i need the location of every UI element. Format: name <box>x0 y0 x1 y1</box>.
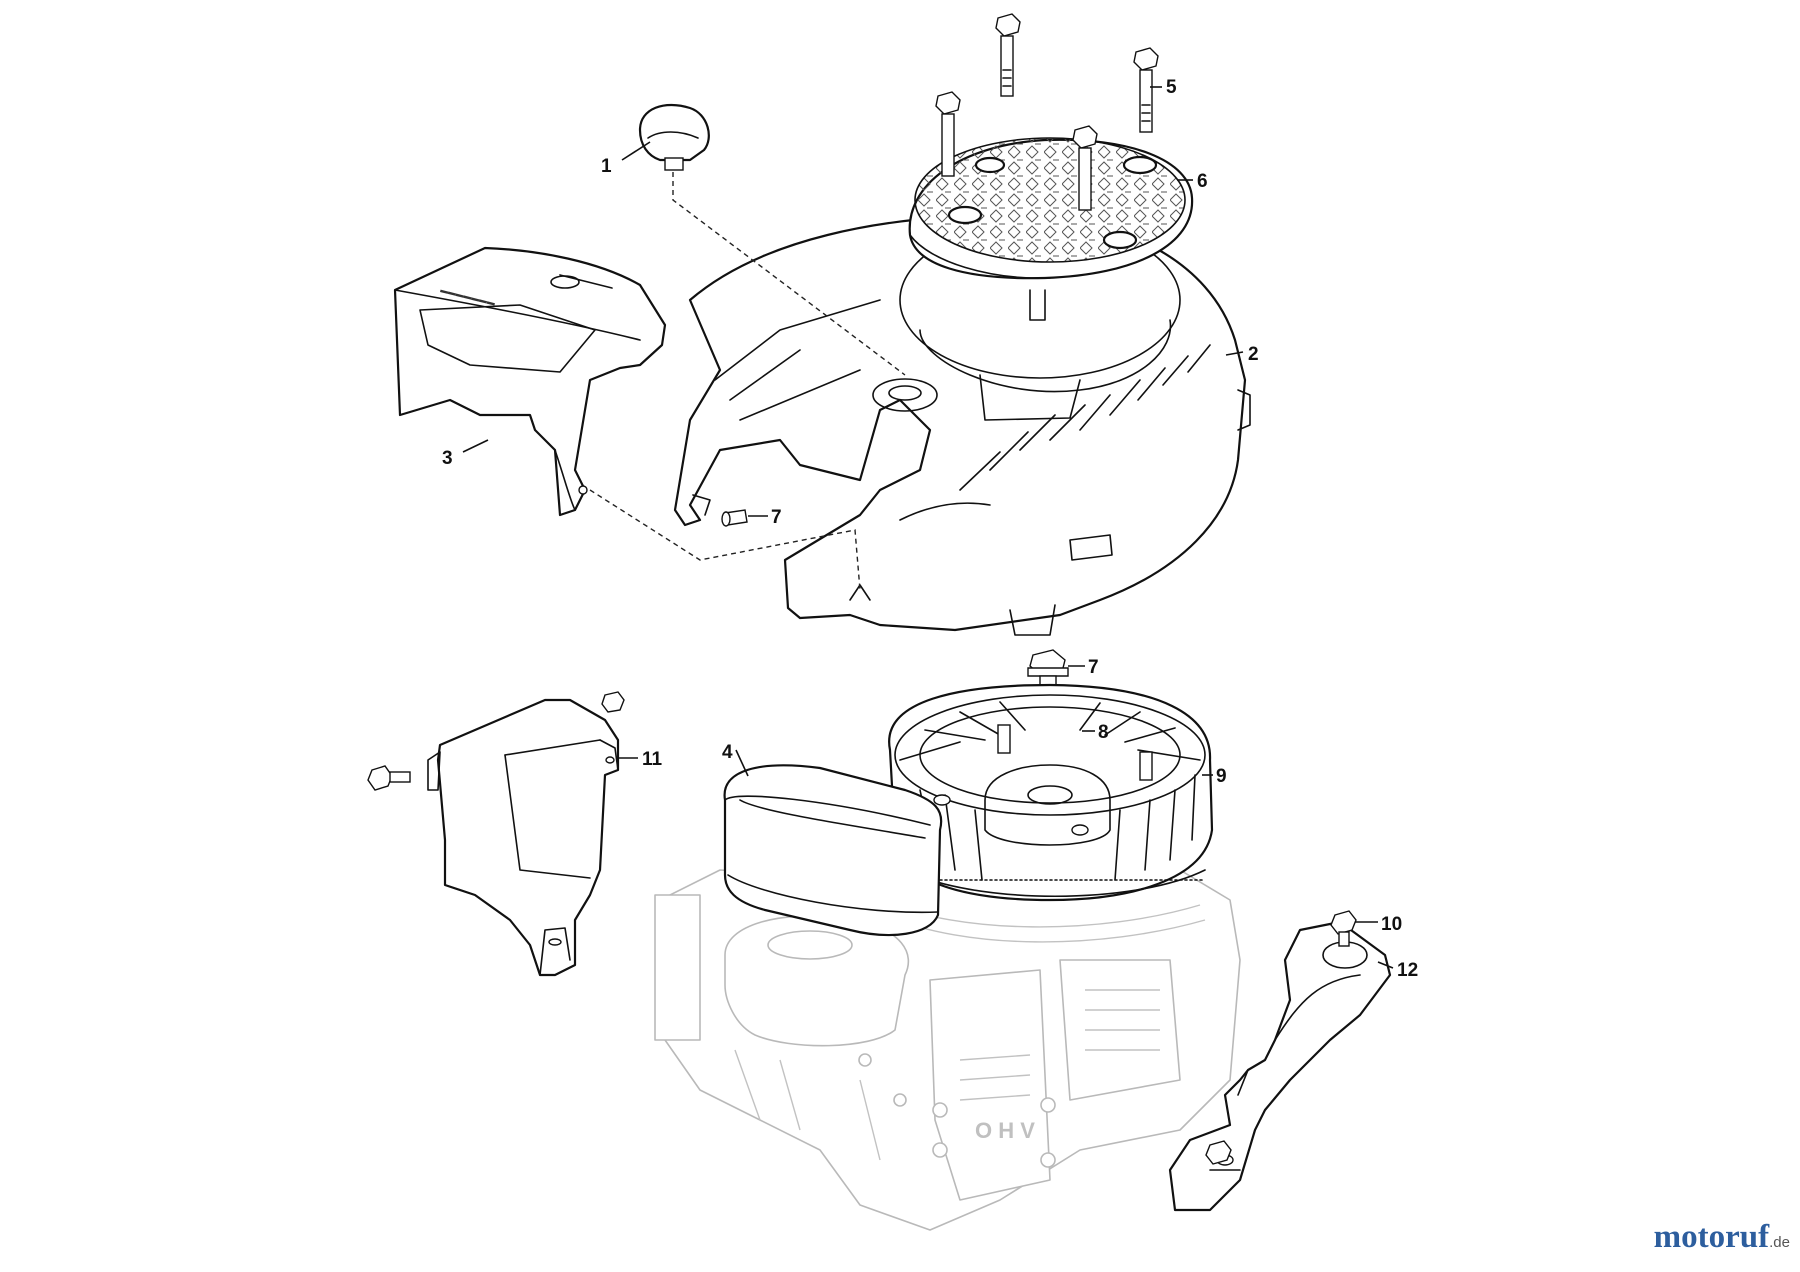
leader-lines <box>462 86 1394 969</box>
screw-10 <box>1330 910 1357 947</box>
air-guide-shroud-part: ▬▬▬▬▬▬▬ <box>393 246 667 517</box>
bolt-left <box>935 91 961 177</box>
callout-10: 10 <box>1381 914 1402 935</box>
callout-4: 4 <box>722 742 733 763</box>
bracket-part <box>1168 920 1392 1212</box>
blower-housing-part <box>673 213 1251 636</box>
bolt-right <box>1133 47 1159 133</box>
callout-11: 11 <box>642 749 663 770</box>
side-shroud-part <box>427 698 620 977</box>
callout-2: 2 <box>1248 344 1259 365</box>
logo-tld-text: .de <box>1769 1234 1790 1251</box>
bolt-front <box>1072 125 1098 211</box>
watermark-logo: motoruf.de <box>1654 1219 1790 1256</box>
svg-text:O H V: O H V <box>975 1118 1035 1143</box>
spark-plug-cap-part <box>638 103 710 171</box>
assembly-dashed-lines <box>589 172 906 591</box>
callout-1: 1 <box>601 156 612 177</box>
screw-bracket-lower <box>1205 1140 1232 1165</box>
air-filter-part <box>723 764 943 937</box>
callout-7-pin: 7 <box>771 507 782 528</box>
callout-labels: 1 2 3 4 5 6 7 7 8 9 10 11 12 <box>442 77 1418 981</box>
screw-side-11 <box>367 765 411 791</box>
callout-9: 9 <box>1216 766 1227 787</box>
starter-cover-disc-part <box>908 137 1194 280</box>
bolt-top-center <box>995 13 1021 97</box>
callout-12: 12 <box>1397 960 1418 981</box>
pin-screw-upper <box>721 509 748 527</box>
engine-block-background: O H V <box>654 869 1241 1231</box>
screw-top-11 <box>601 691 625 713</box>
callout-5: 5 <box>1166 77 1177 98</box>
callout-3: 3 <box>442 448 453 469</box>
flywheel-part <box>888 683 1214 902</box>
callout-7-bolt: 7 <box>1088 657 1099 678</box>
logo-main-text: motoruf <box>1653 1219 1770 1255</box>
callout-8: 8 <box>1098 722 1109 743</box>
callout-6: 6 <box>1197 171 1208 192</box>
